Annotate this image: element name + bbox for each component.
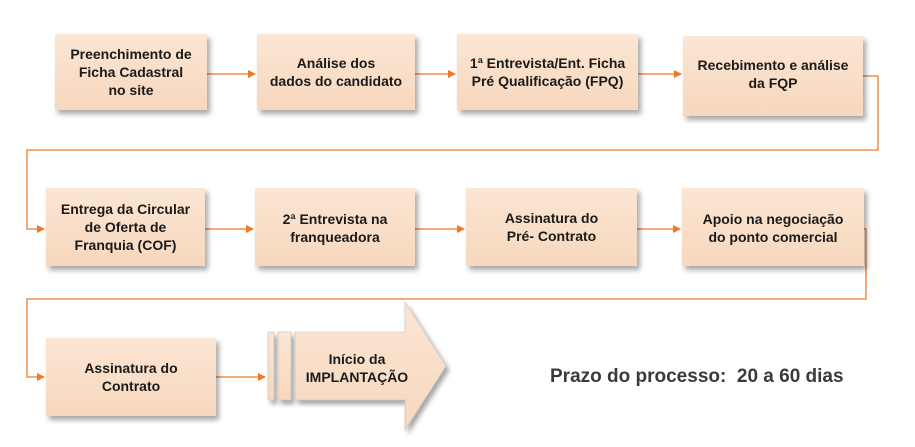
step-box-6: 2ª Entrevista na franqueadora xyxy=(255,188,415,266)
connector-4-5 xyxy=(26,75,879,233)
step-box-4: Recebimento e análise da FQP xyxy=(683,36,863,116)
step-label-1: Preenchimento de Ficha Cadastral no site xyxy=(70,46,192,98)
step-label-6: 2ª Entrevista na franqueadora xyxy=(282,211,388,245)
step-box-8: Apoio na negociação do ponto comercial xyxy=(682,188,864,266)
connector-8-9 xyxy=(26,228,867,381)
step-label-9: Assinatura do Contrato xyxy=(84,360,178,394)
step-box-5: Entrega da Circular de Oferta de Franqui… xyxy=(46,188,205,266)
step-box-9: Assinatura do Contrato xyxy=(46,338,216,416)
step-box-3: 1ª Entrevista/Ent. Ficha Pré Qualificaçã… xyxy=(457,34,638,110)
step-label-8: Apoio na negociação do ponto comercial xyxy=(702,211,844,245)
step-label-3: 1ª Entrevista/Ent. Ficha Pré Qualificaçã… xyxy=(469,55,626,89)
final-step-label-wrap: Início da IMPLANTAÇÃO xyxy=(297,343,417,393)
final-step-label: Início da IMPLANTAÇÃO xyxy=(305,351,409,385)
step-label-2: Análise dos dados do candidato xyxy=(269,55,403,89)
step-label-4: Recebimento e análise da FQP xyxy=(697,57,849,91)
implantation-arrow xyxy=(267,300,447,432)
step-box-1: Preenchimento de Ficha Cadastral no site xyxy=(55,34,207,110)
deadline-text: Prazo do processo: 20 a 60 dias xyxy=(550,366,844,387)
step-label-7: Assinatura do Pré- Contrato xyxy=(504,210,599,244)
step-box-7: Assinatura do Pré- Contrato xyxy=(466,188,637,266)
step-box-2: Análise dos dados do candidato xyxy=(257,34,415,110)
step-label-5: Entrega da Circular de Oferta de Franqui… xyxy=(60,201,191,253)
